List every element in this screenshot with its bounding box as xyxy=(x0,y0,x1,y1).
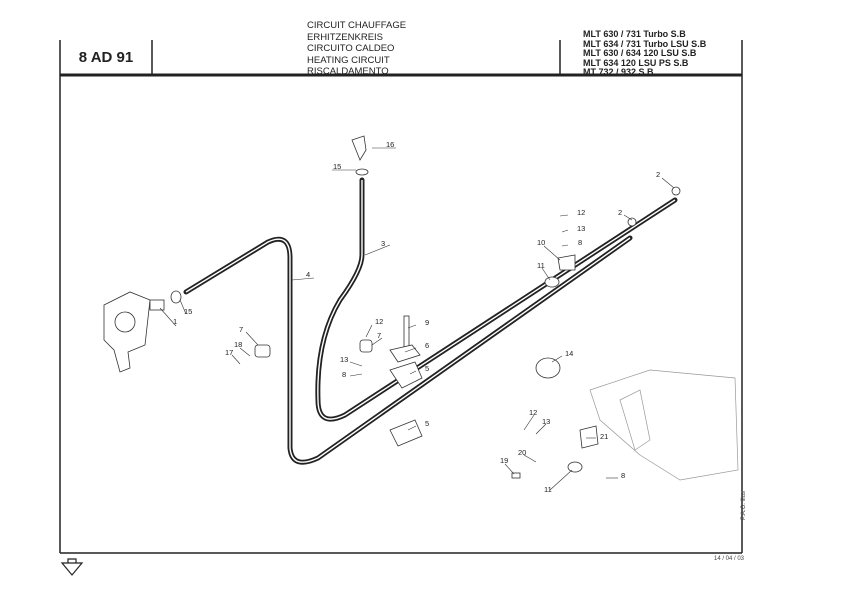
callout: 1 xyxy=(173,317,177,326)
callout: 11 xyxy=(544,485,552,494)
callout: 20 xyxy=(518,448,526,457)
title-fr: CIRCUIT CHAUFFAGE xyxy=(307,20,407,31)
title-block: CIRCUIT CHAUFFAGE ERHITZENKREIS CIRCUITO… xyxy=(307,20,406,78)
callout: 16 xyxy=(386,140,394,149)
model: MLT 634 120 LSU PS S.B xyxy=(583,57,689,68)
callout: 4 xyxy=(306,270,310,279)
callout: 8 xyxy=(578,238,582,247)
bracket-21 xyxy=(579,425,599,449)
callout: 3 xyxy=(381,239,385,248)
model: MLT 634 / 731 Turbo LSU S.B xyxy=(583,38,707,49)
callout: 13 xyxy=(340,355,348,364)
callout: 15 xyxy=(333,162,341,171)
callout: 8 xyxy=(342,370,346,379)
callout: 2 xyxy=(656,170,660,179)
callout: 6 xyxy=(425,341,429,350)
callout: 13 xyxy=(577,224,585,233)
callout: 13 xyxy=(542,417,550,426)
callout: 18 xyxy=(234,340,242,349)
callout: 12 xyxy=(529,408,537,417)
illustration-credit: P.A.O. illus xyxy=(741,491,747,520)
arrow-down-icon xyxy=(60,558,84,576)
callout: 10 xyxy=(537,238,545,247)
callout: 12 xyxy=(577,208,585,217)
title-es: CIRCUITO CALDEO xyxy=(307,43,395,54)
page-code: 8 AD 91 xyxy=(78,49,134,66)
callout: 5 xyxy=(425,419,429,428)
callout: 8 xyxy=(621,471,625,480)
model: MLT 630 / 731 Turbo S.B xyxy=(583,29,686,39)
model: MLT 630 / 634 120 LSU S.B xyxy=(583,48,697,58)
callout: 9 xyxy=(425,318,429,327)
title-de: ERHITZENKREIS xyxy=(307,31,384,43)
elbow-16 xyxy=(351,135,367,161)
model: MT 732 / 932 S.B xyxy=(583,67,654,77)
callout: 2 xyxy=(618,208,622,217)
callout: 12 xyxy=(375,317,383,326)
date: 14 / 04 / 03 xyxy=(714,556,745,562)
callout: 19 xyxy=(500,456,508,465)
model-list: MLT 630 / 731 Turbo S.B MLT 634 / 731 Tu… xyxy=(583,29,707,78)
callout: 15 xyxy=(184,307,192,316)
callout: 21 xyxy=(600,432,608,441)
callout: 5 xyxy=(425,364,429,373)
callout: 14 xyxy=(565,349,573,358)
callout: 7 xyxy=(377,331,381,340)
title-it: RISCALDAMENTO xyxy=(307,66,389,77)
callout: 11 xyxy=(537,261,545,270)
title-en: HEATING CIRCUIT xyxy=(307,54,390,66)
chassis-outline xyxy=(589,369,739,481)
callout: 7 xyxy=(239,325,243,334)
callout: 17 xyxy=(225,348,233,357)
